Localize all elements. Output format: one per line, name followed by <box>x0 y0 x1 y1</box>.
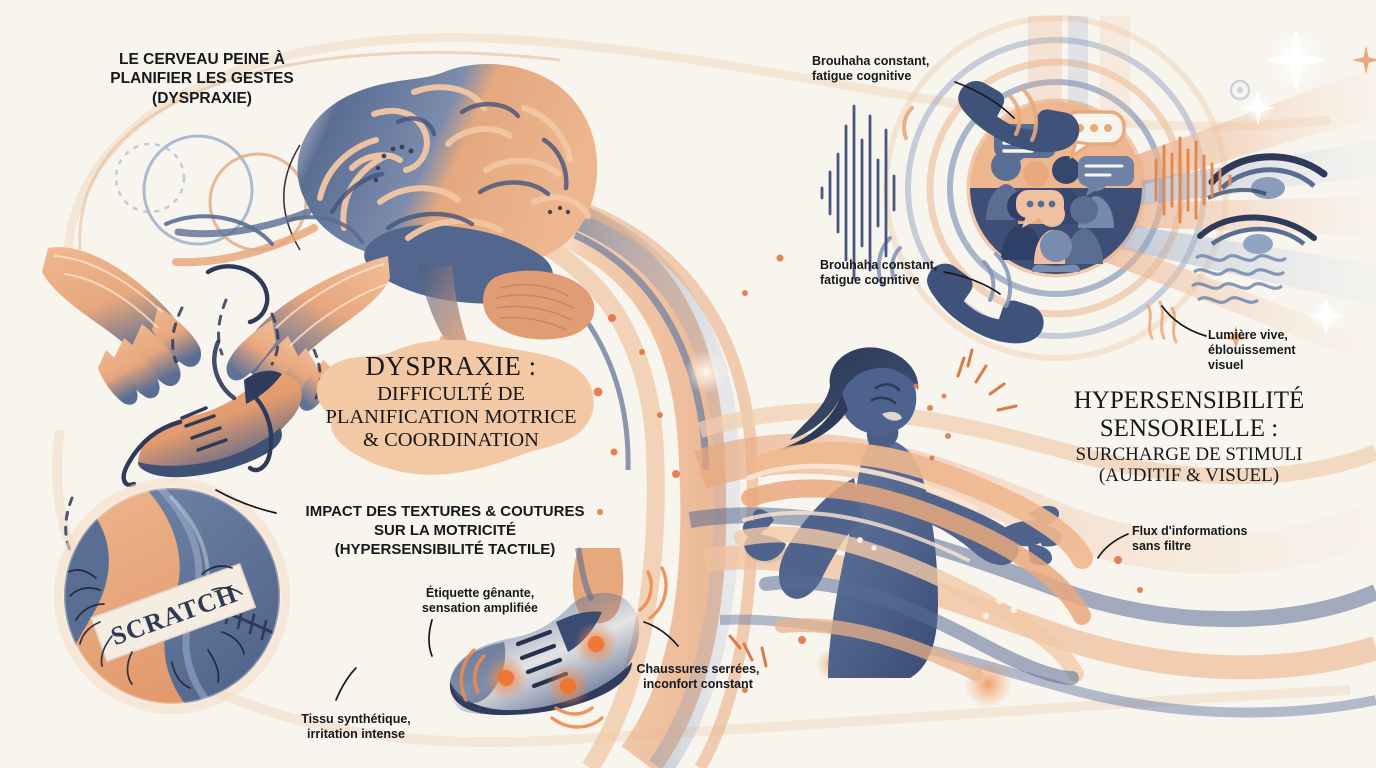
left-heading: LE CERVEAU PEINE À PLANIFIER LES GESTES … <box>110 51 294 107</box>
pressure-hotspots <box>484 622 618 708</box>
annotation-light: Lumière vive, éblouissement visuel <box>1208 328 1296 372</box>
right-callout-text: HYPERSENSIBILITÉ SENSORIELLE : SURCHARGE… <box>1044 387 1334 487</box>
phone-ringing-icon <box>927 263 1044 344</box>
leader-flux <box>1097 533 1129 559</box>
center-callout-text: DYSPRAXIE : DIFFICULTÉ DE PLANIFICATION … <box>318 352 584 452</box>
leader-tactile <box>215 489 277 514</box>
leader-light <box>1161 305 1207 337</box>
stimulus-dots <box>593 254 1143 693</box>
sound-wave-icon <box>1154 136 1232 224</box>
sparkle-icon <box>1223 28 1376 351</box>
annotation-label-tag: Étiquette gênante, sensation amplifiée <box>421 586 538 615</box>
crowd-group <box>970 102 1142 274</box>
stress-burst <box>728 348 1018 668</box>
crowd-circle-icon <box>820 15 1376 361</box>
annotation-noise-bottom: Brouhaha constant, fatigue cognitive <box>820 258 938 287</box>
leader-shoes <box>643 621 679 647</box>
annotation-flux: Flux d'informations sans filtre <box>1132 524 1248 553</box>
overwhelmed-person-icon <box>728 347 1093 685</box>
confusion-dots <box>373 144 571 215</box>
leader-fabric <box>335 667 357 701</box>
leader-noise-bottom <box>943 271 1001 295</box>
shoe-icon <box>449 547 668 729</box>
center-callout-subtitle: DIFFICULTÉ DE PLANIFICATION MOTRICE & CO… <box>325 383 577 452</box>
sound-wave-icon <box>820 104 896 280</box>
right-callout-title: HYPERSENSIBILITÉ SENSORIELLE : <box>1073 387 1305 442</box>
wave-lines <box>1191 254 1287 304</box>
fabric-magnifier-icon: SCRATCH <box>54 478 290 714</box>
center-callout-title: DYSPRAXIE : <box>365 351 537 381</box>
leader-noise-top <box>954 81 1015 119</box>
eye-icon <box>1197 214 1317 254</box>
annotation-shoes: Chaussures serrées, inconfort constant <box>636 662 760 691</box>
speech-bubble-icon <box>994 110 1134 228</box>
hands-tying-shoe-icon <box>42 214 390 552</box>
annotation-noise-top: Brouhaha constant, fatigue cognitive <box>812 54 930 83</box>
tactile-heading: IMPACT DES TEXTURES & COUTURES SUR LA MO… <box>305 503 585 558</box>
annotation-fabric: Tissu synthétique, irritation intense <box>301 712 411 741</box>
leader-label-tag <box>428 619 433 657</box>
brain-icon <box>172 64 598 397</box>
vibration-arcs <box>459 566 668 729</box>
center-callout-blob <box>316 339 594 475</box>
right-callout-subtitle: SURCHARGE DE STIMULI (AUDITIF & VISUEL) <box>1075 444 1303 487</box>
